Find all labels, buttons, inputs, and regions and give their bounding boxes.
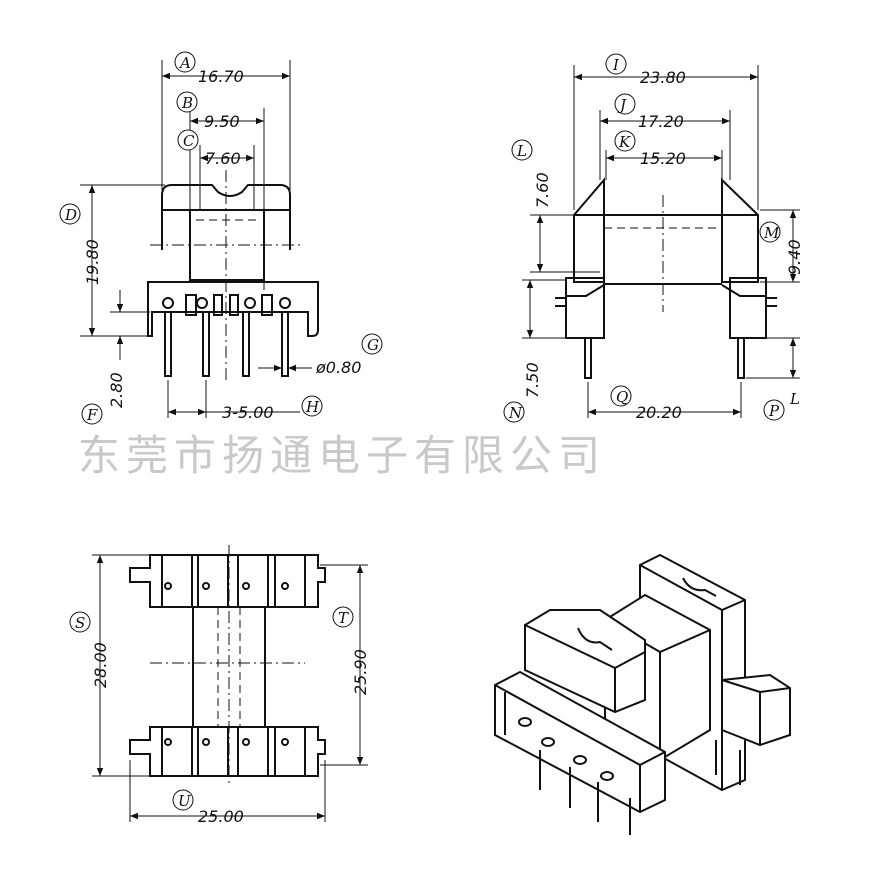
label-h: H (305, 398, 320, 416)
label-k: K (618, 133, 631, 151)
label-circle-k (614, 130, 636, 152)
label-circle-i (605, 53, 627, 75)
label-m: M (763, 224, 780, 242)
label-p: P (768, 402, 780, 420)
bottom-view-dimensions (92, 554, 368, 822)
dim-f: 2.80 (107, 372, 126, 408)
label-s: S (75, 614, 85, 632)
label-circle-h (301, 395, 323, 417)
label-circle-a (174, 51, 196, 73)
label-b: B (181, 94, 193, 112)
dim-b: 9.50 (204, 112, 240, 131)
label-circle-t (332, 606, 354, 628)
label-circle-p (763, 399, 785, 421)
label-markers: A B C D F G H I J K L M N P L Q S T U (59, 51, 800, 811)
side-view (555, 177, 777, 379)
label-p-sub: L (789, 390, 800, 408)
label-u: U (178, 792, 192, 810)
bottom-view (129, 545, 326, 785)
label-c: C (183, 132, 195, 150)
dim-k: 15.20 (640, 149, 686, 168)
dim-d: 19.80 (83, 239, 102, 285)
label-q: Q (616, 388, 628, 406)
dim-q: 20.20 (636, 403, 682, 422)
label-f: F (86, 406, 98, 424)
dim-t: 25.90 (351, 649, 370, 695)
dim-m: 9.40 (785, 239, 804, 275)
label-g: G (367, 336, 379, 354)
dimension-values: 16.70 9.50 7.60 19.80 2.80 ø0.80 3-5.00 … (83, 67, 804, 826)
dim-a: 16.70 (198, 67, 244, 86)
label-t: T (338, 609, 349, 627)
dim-h: 3-5.00 (222, 403, 274, 422)
dim-u: 25.00 (198, 807, 244, 826)
label-l: L (516, 142, 527, 160)
dim-g: ø0.80 (315, 358, 361, 377)
side-view-dimensions (522, 65, 800, 418)
label-circle-b (176, 91, 198, 113)
front-view (147, 170, 319, 380)
label-circle-c (177, 129, 199, 151)
label-circle-l (511, 139, 533, 161)
label-circle-m (759, 221, 781, 243)
dim-s: 28.00 (91, 642, 110, 688)
dim-n: 7.50 (523, 362, 542, 398)
label-circle-g (361, 333, 383, 355)
label-d: D (64, 206, 77, 224)
label-circle-u (172, 789, 194, 811)
isometric-view (494, 553, 791, 835)
label-circle-j (614, 93, 636, 115)
label-circle-n (503, 401, 525, 423)
label-circle-d (59, 203, 81, 225)
dim-i: 23.80 (640, 68, 686, 87)
label-a: A (178, 54, 191, 72)
watermark-text: 东莞市扬通电子有限公司 (78, 431, 606, 480)
front-view-dimensions (80, 60, 312, 418)
dim-j: 17.20 (638, 112, 684, 131)
label-circle-q (610, 385, 632, 407)
dim-c: 7.60 (205, 149, 241, 168)
dim-l: 7.60 (533, 172, 552, 208)
label-circle-f (81, 403, 103, 425)
label-j: J (617, 96, 627, 114)
label-i: I (612, 56, 620, 74)
label-circle-s (69, 611, 91, 633)
label-n: N (508, 404, 523, 422)
